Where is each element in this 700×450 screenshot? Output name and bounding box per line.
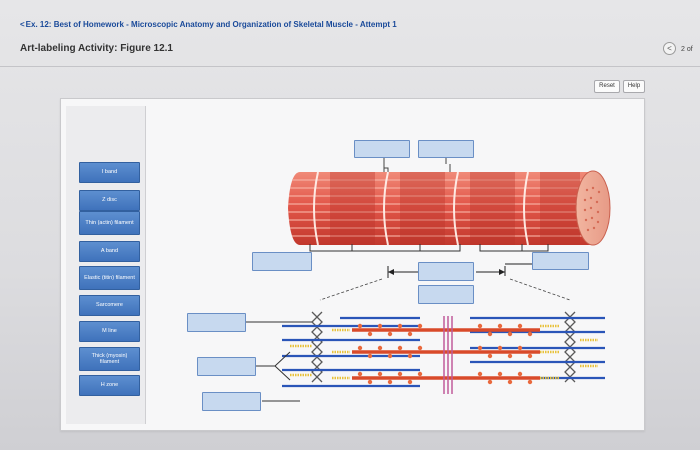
page-counter: 2 of <box>681 46 693 53</box>
header-divider <box>0 66 700 67</box>
drop-target-5[interactable] <box>418 262 474 281</box>
label-elastic-filament[interactable]: Elastic (titin) filament <box>79 266 140 290</box>
breadcrumb-text[interactable]: Ex. 12: Best of Homework - Microscopic A… <box>25 20 397 29</box>
drop-target-4[interactable] <box>532 252 589 270</box>
label-thin-filament[interactable]: Thin (actin) filament <box>79 211 140 235</box>
drop-target-1[interactable] <box>354 140 410 158</box>
drop-target-2[interactable] <box>418 140 474 158</box>
label-i-band[interactable]: I band <box>79 162 140 183</box>
label-m-line[interactable]: M line <box>79 321 140 342</box>
reset-button[interactable]: Reset <box>594 80 620 93</box>
sarcomere-detail <box>282 311 605 394</box>
breadcrumb[interactable]: <Ex. 12: Best of Homework - Microscopic … <box>20 20 397 29</box>
help-button[interactable]: Help <box>623 80 645 93</box>
drop-target-6[interactable] <box>418 285 474 304</box>
drop-target-3[interactable] <box>252 252 312 271</box>
drop-target-9[interactable] <box>202 392 261 411</box>
page-header: <Ex. 12: Best of Homework - Microscopic … <box>0 0 700 70</box>
label-a-band[interactable]: A band <box>79 241 140 262</box>
myofibril-cylinder <box>288 170 611 246</box>
label-bank <box>66 106 146 424</box>
label-sarcomere[interactable]: Sarcomere <box>79 295 140 316</box>
drop-target-7[interactable] <box>187 313 246 332</box>
page-title: Art-labeling Activity: Figure 12.1 <box>20 43 173 54</box>
chevron-left-icon[interactable]: < <box>663 42 676 55</box>
label-thick-filament[interactable]: Thick (myosin) filament <box>79 347 140 371</box>
label-z-disc[interactable]: Z disc <box>79 190 140 211</box>
back-chevron-icon[interactable]: < <box>20 20 25 29</box>
label-h-zone[interactable]: H zone <box>79 375 140 396</box>
drop-target-8[interactable] <box>197 357 256 376</box>
